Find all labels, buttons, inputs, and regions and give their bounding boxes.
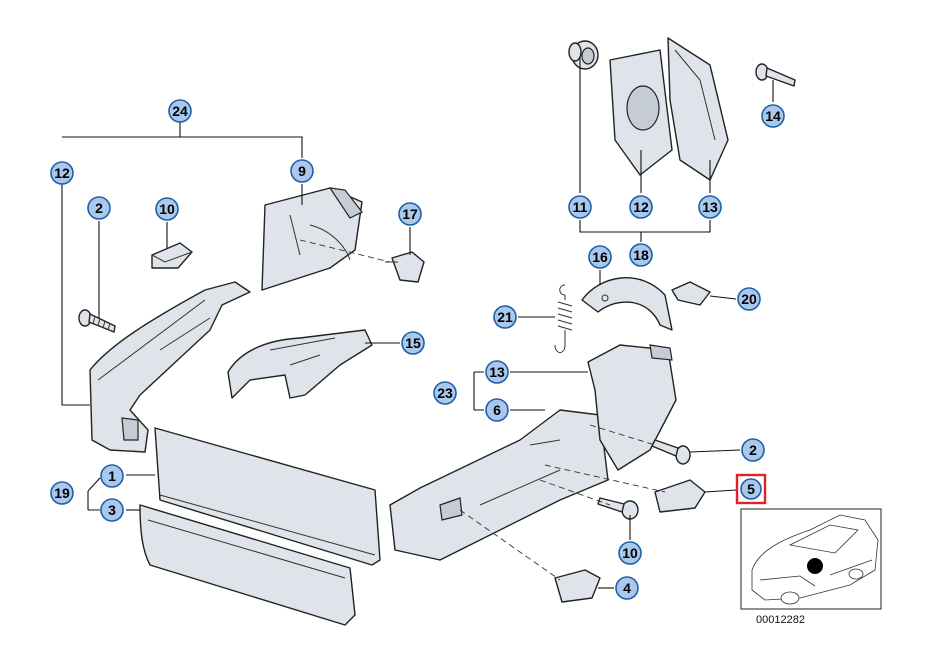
callout-23: 23 <box>433 381 457 405</box>
part-screw-9 <box>597 497 639 520</box>
part-front-plate-1 <box>154 427 381 566</box>
part-screw-15 <box>755 63 796 87</box>
part-right-side-trim <box>389 409 609 561</box>
part-cap-4 <box>554 569 601 603</box>
diagram-code: 00012282 <box>756 614 805 626</box>
callout-8: 13 <box>485 360 509 384</box>
callout-11: 10 <box>155 197 179 221</box>
part-clip-18 <box>385 251 425 283</box>
callout-4: 4 <box>615 576 639 600</box>
callout-2-right: 2 <box>741 438 765 462</box>
svg-text:17: 17 <box>402 206 418 222</box>
callout-17: 16 <box>588 245 612 269</box>
part-left-side-trim <box>89 281 251 453</box>
callout-1: 1 <box>100 464 124 488</box>
callout-15: 14 <box>761 104 785 128</box>
assembly-line <box>459 509 561 581</box>
svg-text:23: 23 <box>437 385 453 401</box>
svg-text:13: 13 <box>489 364 505 380</box>
callout-14: 13 <box>698 195 722 219</box>
callout-21: 20 <box>737 287 761 311</box>
svg-text:2: 2 <box>95 200 103 216</box>
assembly-line <box>544 464 666 493</box>
svg-text:12: 12 <box>54 165 70 181</box>
svg-text:4: 4 <box>623 580 631 596</box>
part-cover-8 <box>587 344 677 471</box>
part-cap-5 <box>654 479 706 513</box>
callout-22: 21 <box>493 305 517 329</box>
svg-text:12: 12 <box>633 199 649 215</box>
svg-text:10: 10 <box>622 545 638 561</box>
svg-text:21: 21 <box>497 309 513 325</box>
inset-car-illustration <box>740 508 882 610</box>
svg-text:11: 11 <box>573 199 588 215</box>
part-panel-13 <box>609 49 673 176</box>
svg-text:14: 14 <box>765 108 781 124</box>
part-bracket-16 <box>227 329 373 399</box>
callout-16: 15 <box>401 331 425 355</box>
svg-text:9: 9 <box>298 163 306 179</box>
assembly-line <box>589 424 656 446</box>
part-strip-3 <box>139 504 356 626</box>
part-spring-22 <box>554 284 573 353</box>
part-screw-left <box>78 309 116 333</box>
callout-3: 3 <box>100 498 124 522</box>
part-grommet-12 <box>568 40 599 70</box>
callout-20: 19 <box>50 481 74 505</box>
part-bracket-17 <box>581 277 673 331</box>
svg-text:18: 18 <box>633 247 649 263</box>
location-marker <box>807 558 823 574</box>
callout-5-highlighted: 5 <box>735 473 767 505</box>
callout-9: 10 <box>618 541 642 565</box>
part-panel-14 <box>667 37 729 181</box>
svg-text:20: 20 <box>741 291 757 307</box>
svg-text:3: 3 <box>108 502 116 518</box>
svg-text:6: 6 <box>493 402 501 418</box>
callout-6: 6 <box>485 398 509 422</box>
svg-text:5: 5 <box>747 481 755 497</box>
callout-12: 11 <box>568 195 592 219</box>
callout-2-left: 2 <box>87 196 111 220</box>
assembly-line <box>299 239 391 263</box>
leader-lines <box>61 58 774 589</box>
callout-24: 24 <box>168 99 192 123</box>
callout-19: 18 <box>629 243 653 267</box>
assembly-line <box>539 479 611 506</box>
part-clip-21 <box>671 281 711 306</box>
svg-text:13: 13 <box>702 199 718 215</box>
part-cap-11 <box>151 242 193 269</box>
callout-13: 12 <box>629 195 653 219</box>
svg-text:1: 1 <box>108 468 116 484</box>
svg-text:19: 19 <box>54 485 70 501</box>
part-cover-10 <box>261 187 363 291</box>
part-screw-right <box>651 439 691 465</box>
svg-text:10: 10 <box>159 201 175 217</box>
svg-text:15: 15 <box>405 335 421 351</box>
svg-text:16: 16 <box>592 249 608 265</box>
callout-18: 17 <box>398 202 422 226</box>
svg-text:2: 2 <box>749 442 757 458</box>
callout-10: 9 <box>290 159 314 183</box>
callout-7: 12 <box>50 161 74 185</box>
svg-text:24: 24 <box>172 103 188 119</box>
